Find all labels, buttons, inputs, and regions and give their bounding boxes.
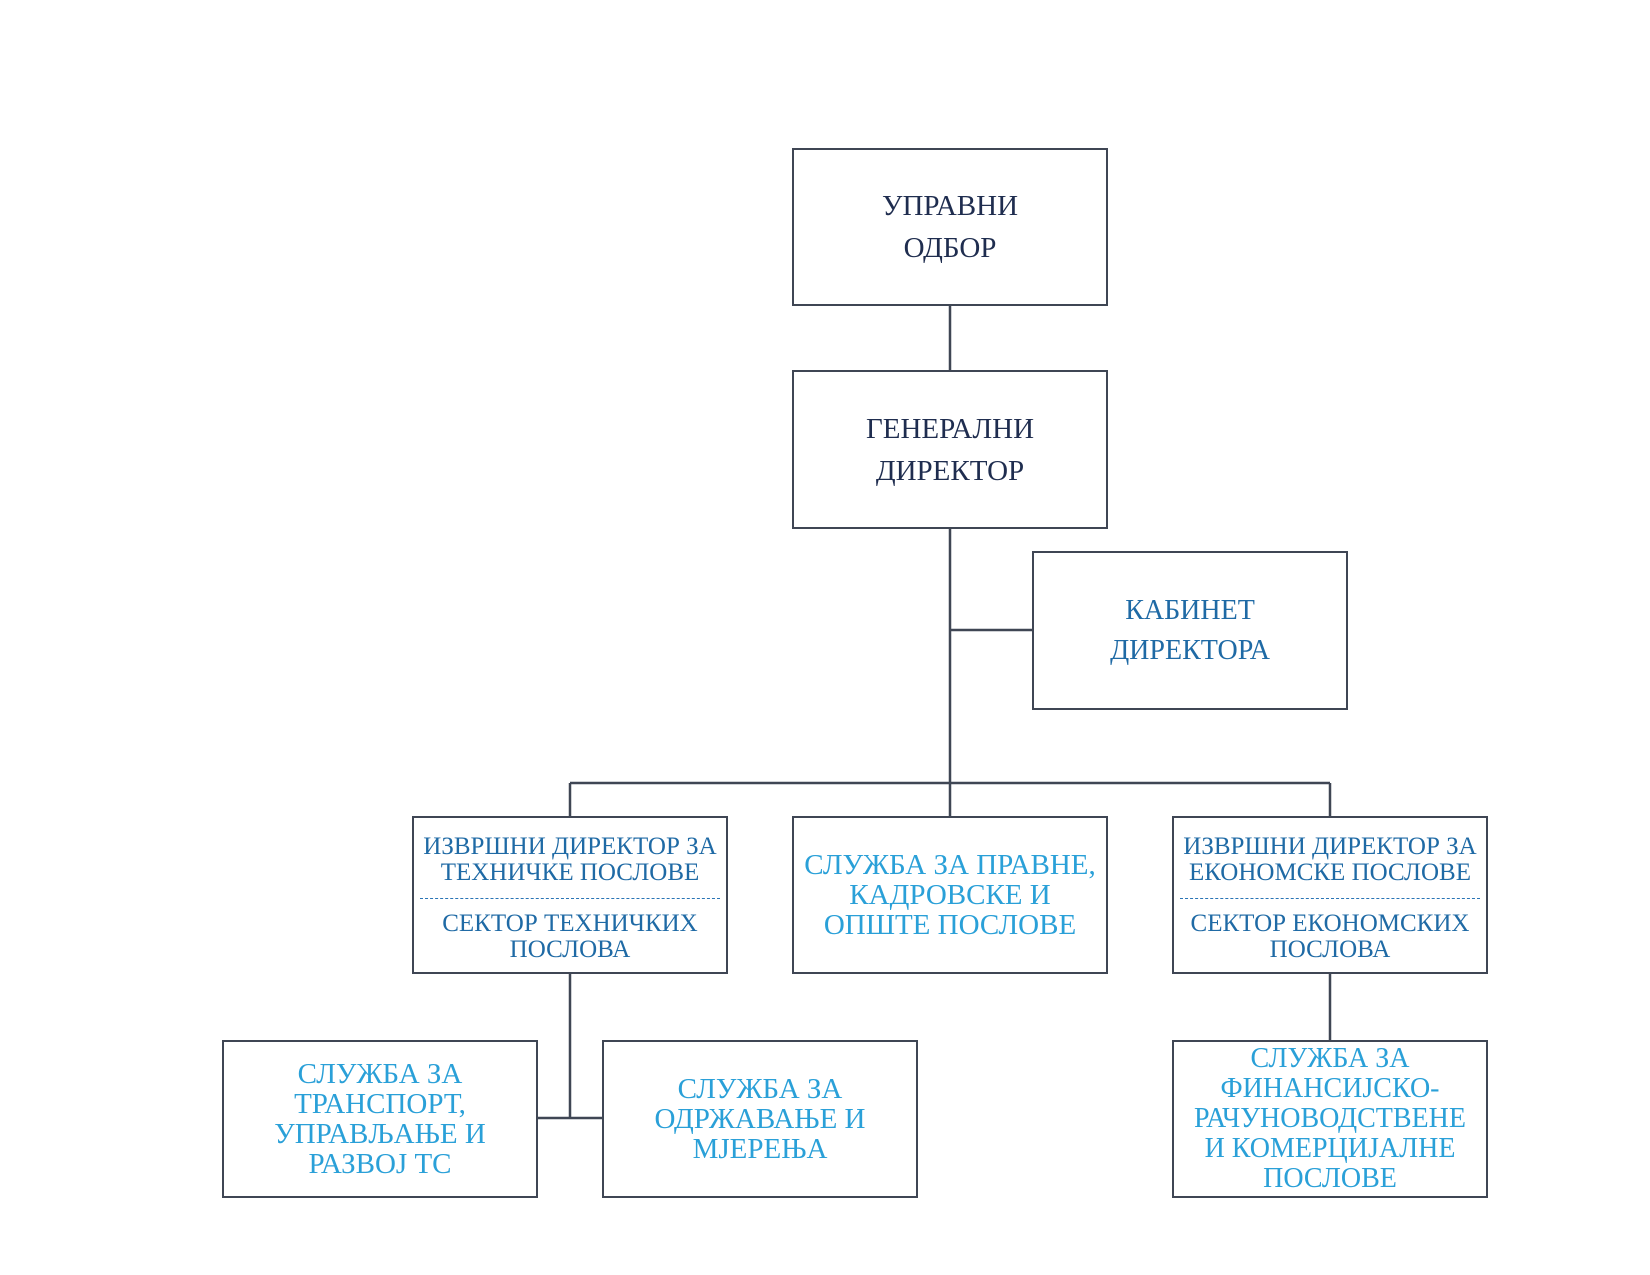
exec-economic-sector-line-1: СЕКТОР ЕКОНОМСКИХ [1190,909,1470,937]
transport-service-label-line-1: СЛУЖБА ЗА [297,1058,463,1090]
exec-technical-title: ИЗВРШНИ ДИРЕКТОР ЗА ТЕХНИЧКЕ ПОСЛОВЕ [423,832,717,886]
exec-technical-divider [420,897,720,899]
legal-service-label-line-1: СЛУЖБА ЗА ПРАВНЕ, [804,849,1096,881]
maintenance-service-label-line-1: СЛУЖБА ЗА [677,1073,843,1105]
legal-service-box: СЛУЖБА ЗА ПРАВНЕ, КАДРОВСКЕ И ОПШТЕ ПОСЛ… [792,816,1108,974]
board-box: УПРАВНИ ОДБОР [792,148,1108,306]
exec-technical-title-line-2: ТЕХНИЧКЕ ПОСЛОВЕ [440,858,700,886]
exec-technical-sector: СЕКТОР ТЕХНИЧКИХ ПОСЛОВА [442,909,698,963]
cabinet-label-line-1: КАБИНЕТ [1125,594,1255,626]
finance-service-box: СЛУЖБА ЗА ФИНАНСИЈСКО- РАЧУНОВОДСТВЕНЕ И… [1172,1040,1488,1198]
transport-service-label-line-2: ТРАНСПОРТ, [294,1088,466,1120]
exec-technical-sector-line-2: ПОСЛОВА [509,935,631,963]
legal-service-label-line-2: КАДРОВСКЕ И [849,879,1051,911]
maintenance-service-label-line-3: МЈЕРЕЊА [692,1133,828,1165]
board-label-line-1: УПРАВНИ [881,190,1019,222]
transport-service-box: СЛУЖБА ЗА ТРАНСПОРТ, УПРАВЉАЊЕ И РАЗВОЈ … [222,1040,538,1198]
finance-service-label-line-4: И КОМЕРЦИЈАЛНЕ [1204,1133,1456,1164]
transport-service-label-line-4: РАЗВОЈ ТС [308,1148,452,1180]
exec-technical-sector-line-1: СЕКТОР ТЕХНИЧКИХ [442,909,698,937]
exec-technical-box: ИЗВРШНИ ДИРЕКТОР ЗА ТЕХНИЧКЕ ПОСЛОВЕ СЕК… [412,816,728,974]
exec-economic-title-line-2: ЕКОНОМСКЕ ПОСЛОВЕ [1188,858,1471,886]
exec-economic-title-line-1: ИЗВРШНИ ДИРЕКТОР ЗА [1183,832,1477,860]
finance-service-label-line-1: СЛУЖБА ЗА [1250,1043,1410,1074]
general-director-label-line-2: ДИРЕКТОР [875,454,1025,487]
exec-economic-divider [1180,897,1480,899]
finance-service-label-line-5: ПОСЛОВЕ [1263,1163,1397,1194]
general-director-box: ГЕНЕРАЛНИ ДИРЕКТОР [792,370,1108,529]
exec-economic-title: ИЗВРШНИ ДИРЕКТОР ЗА ЕКОНОМСКЕ ПОСЛОВЕ [1183,832,1477,886]
cabinet-box: КАБИНЕТ ДИРЕКТОРА [1032,551,1348,710]
exec-economic-sector-line-2: ПОСЛОВА [1269,935,1391,963]
exec-economic-sector: СЕКТОР ЕКОНОМСКИХ ПОСЛОВА [1190,909,1470,963]
cabinet-label-line-2: ДИРЕКТОРА [1110,634,1270,666]
board-label-line-2: ОДБОР [903,232,997,264]
exec-technical-title-line-1: ИЗВРШНИ ДИРЕКТОР ЗА [423,832,717,860]
finance-service-label-line-3: РАЧУНОВОДСТВЕНЕ [1194,1103,1466,1134]
finance-service-label-line-2: ФИНАНСИЈСКО- [1220,1073,1440,1104]
exec-economic-box: ИЗВРШНИ ДИРЕКТОР ЗА ЕКОНОМСКЕ ПОСЛОВЕ СЕ… [1172,816,1488,974]
maintenance-service-box: СЛУЖБА ЗА ОДРЖАВАЊЕ И МЈЕРЕЊА [602,1040,918,1198]
transport-service-label-line-3: УПРАВЉАЊЕ И [274,1118,486,1150]
general-director-label-line-1: ГЕНЕРАЛНИ [865,412,1035,445]
legal-service-label-line-3: ОПШТЕ ПОСЛОВЕ [823,909,1077,941]
maintenance-service-label-line-2: ОДРЖАВАЊЕ И [654,1103,866,1135]
